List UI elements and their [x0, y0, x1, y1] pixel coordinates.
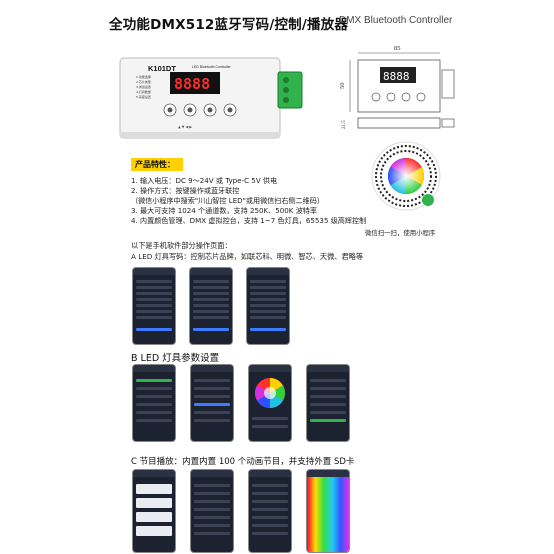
app-screenshot [190, 268, 232, 344]
depth-label: 21.5 [342, 120, 347, 129]
app-screenshot [133, 268, 175, 344]
page-title: 全功能DMX512蓝牙写码/控制/播放器 [109, 17, 349, 33]
device-model: K101DT [148, 64, 176, 73]
device-label: 3.通道设置 [136, 84, 151, 89]
mini-program-qr [371, 141, 441, 211]
dimension-drawing: 85 8888 50 21.5 [339, 45, 455, 129]
page-subtitle: DMX Bluetooth Controller [339, 15, 453, 26]
screens-c [133, 470, 393, 552]
device-label: 5.亮度设置 [136, 94, 151, 99]
section-b-title: B LED 灯具参数设置 [131, 353, 220, 364]
device-subtitle: LED Bluetooth Controller [192, 65, 232, 69]
svg-text:8888: 8888 [383, 70, 410, 83]
feature-item: 1. 输入电压：DC 9～24V 或 Type-C 5V 供电 [131, 176, 278, 185]
features-heading: 产品特性： [131, 158, 183, 171]
svg-text:▲ ▼ ◀ ▶: ▲ ▼ ◀ ▶ [178, 125, 192, 129]
device-label: 2.芯片类型 [136, 79, 151, 84]
app-screenshot [249, 365, 291, 441]
feature-item: 4. 内置颜色管理、DMX 虚拟控台，支持 1~7 色灯具，65535 级高辉控… [131, 216, 367, 225]
feature-item: 3. 最大可支持 1024 个通道数，支持 250K、500K 波特率 [131, 206, 317, 215]
device-label: 4.灯具数量 [136, 89, 151, 94]
app-screenshot [247, 268, 289, 344]
height-label: 50 [339, 83, 346, 90]
screens-a [133, 268, 417, 346]
device-label: 1.功能选择 [136, 74, 151, 79]
feature-item: （微信小程序中搜索"川山智控 LED"或用微信扫右侧二维码） [131, 196, 324, 205]
app-screenshot [133, 470, 175, 552]
section-intro: 以下是手机软件部分操作页面： [131, 241, 232, 250]
app-screenshot [191, 365, 233, 441]
section-a-title: A LED 灯具写码：控制芯片品牌，如联芯科、明微、智芯、天微、君略等 [131, 252, 364, 261]
screens-b [133, 365, 423, 443]
feature-item: 2. 操作方式：按键操作或蓝牙联控 [131, 186, 240, 195]
app-screenshot [249, 470, 291, 552]
width-label: 85 [394, 45, 401, 52]
section-c-title: C 节目播放：内置内置 100 个动画节目，并支持外置 SD卡 [131, 457, 355, 467]
app-screenshot [307, 365, 349, 441]
qr-caption: 微信扫一扫，使用小程序 [365, 229, 436, 237]
app-screenshot [133, 365, 175, 441]
app-screenshot [307, 470, 349, 552]
device-display: 8888 [174, 75, 210, 93]
app-screenshot [191, 470, 233, 552]
device-photo: K101DT LED Bluetooth Controller 1.功能选择 2… [119, 57, 303, 139]
